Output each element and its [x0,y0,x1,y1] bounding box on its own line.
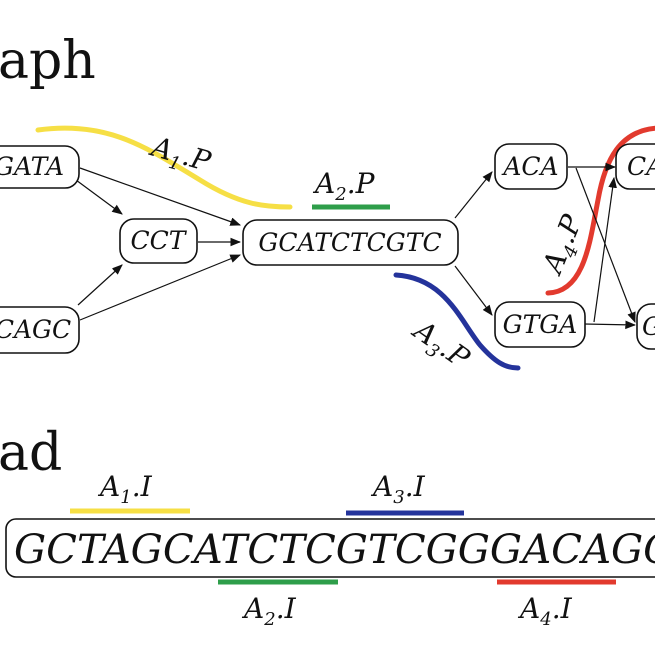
node-label: GATA [0,152,64,181]
edge-gata-gcatctcgtc [79,167,242,226]
edge-gtga-ca [593,176,617,323]
node-aca: ACA [494,143,568,190]
edge-gcatctcgtc-aca [454,171,493,219]
edge-cagc-cct [77,264,123,306]
path-label-a4: A4.P [535,209,594,282]
edge-aca-g [575,167,636,324]
graph-edges [75,162,637,330]
edge-gata-cct [75,179,123,215]
interval-label-a4: A4.I [517,592,573,630]
node-gcatctcgtc: GCATCTCGTC [242,219,459,266]
node-ca-right: CA [615,143,655,190]
read-heading: ad [0,423,62,483]
path-label-a2: A2.P [312,167,376,205]
node-gtga: GTGA [494,301,586,348]
interval-label-a3: A3.I [370,470,426,508]
node-g-right: G [636,303,655,350]
node-label: GTGA [503,310,578,339]
node-label: CA [627,152,655,181]
edge-gtga-g [583,320,637,330]
node-label: GCATCTCGTC [258,228,441,257]
node-label: G [642,312,655,341]
node-label: CCT [131,226,188,255]
node-label: CAGC [0,315,71,344]
path-highlight-a4 [545,125,655,296]
path-highlight-a1 [35,125,293,210]
interval-label-a1: A1.I [97,470,153,508]
edge-gcatctcgtc-gtga [454,265,493,316]
graph-heading: aph [0,31,96,91]
path-highlight-a3 [393,272,521,371]
node-label: ACA [501,152,558,181]
edge-cagc-gcatctcgtc [79,254,242,321]
node-cagc: CAGC [0,306,80,354]
path-label-a1: A1.P [144,129,216,183]
interval-label-a2: A2.I [241,592,297,630]
read-sequence: GCTAGCATCTCGTCGGGACAGC [14,527,655,573]
read-box [5,518,655,578]
node-cct: CCT [119,218,198,264]
node-gata: GATA [0,145,80,189]
